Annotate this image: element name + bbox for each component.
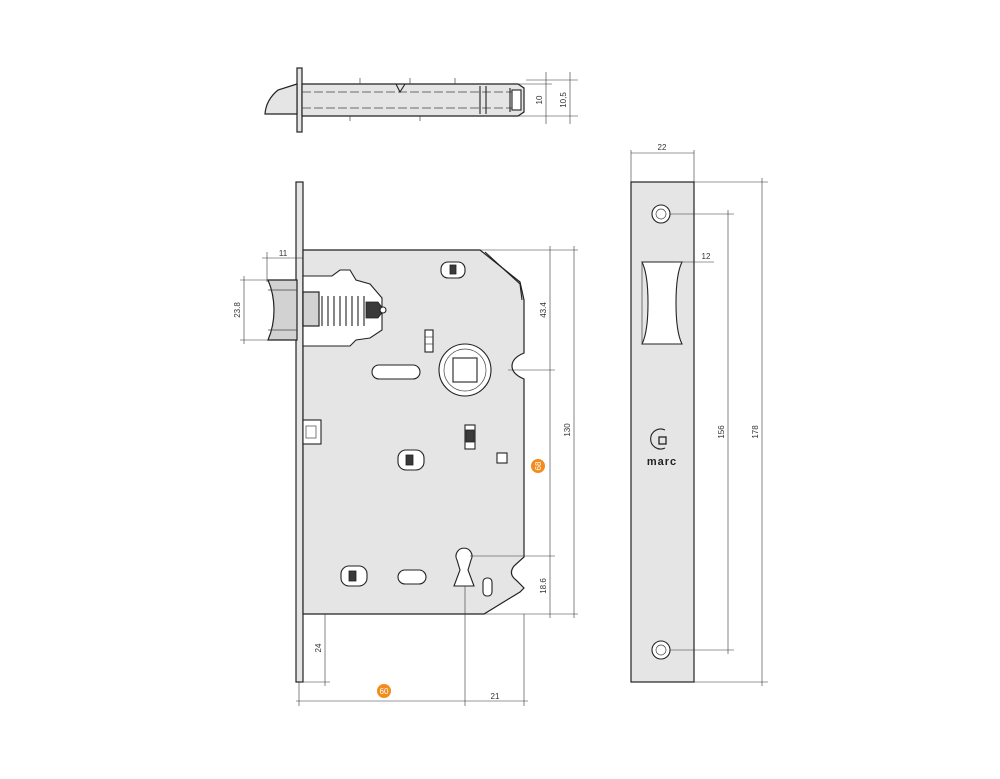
faceplate-latch-opening [641, 261, 683, 345]
dim-key-offset: 18.6 [539, 578, 548, 594]
latch-spring-housing [302, 269, 383, 347]
dim-bottom-offset: 24 [314, 643, 323, 652]
dim-faceplate-length: 178 [751, 425, 760, 439]
dim-latch-projection: 11 [279, 249, 288, 258]
long-slot [371, 364, 421, 380]
dim-top-thickness-total: 10,5 [559, 92, 568, 108]
dim-upper-offset: 43.4 [539, 302, 548, 318]
dim-case-width: 60 [380, 687, 389, 696]
front-faceplate [295, 181, 304, 683]
small-slot [397, 569, 427, 585]
faceplate-screw-bottom [651, 640, 671, 660]
dim-faceplate-width: 22 [658, 143, 667, 152]
dim-top-thickness: 10 [535, 95, 544, 104]
top-view-faceplate [296, 67, 303, 133]
top-view-body [301, 83, 525, 117]
faceplate [630, 181, 695, 683]
front-view: 11 23.8 43.4 18.6 130 68 24 60 21 [233, 181, 578, 706]
brand-logo-text: marc [647, 456, 677, 468]
faceplate-screw-top [651, 204, 671, 224]
lock-case [302, 249, 525, 615]
dim-screw-spacing: 156 [717, 425, 726, 439]
badge-case-width [377, 684, 391, 698]
latch-bolt [267, 279, 298, 341]
badge-backset [531, 459, 545, 473]
dim-key-to-edge: 21 [491, 692, 500, 701]
detent-slot [424, 329, 434, 353]
dim-backset: 68 [534, 461, 543, 470]
dim-handle-to-key: 130 [563, 423, 572, 437]
marc-logo-icon [650, 428, 666, 450]
top-view-latch-tip [264, 83, 298, 115]
dim-faceplate-latch: 12 [702, 252, 711, 261]
dim-latch-height: 23.8 [233, 302, 242, 318]
follower-square [452, 357, 478, 383]
faceplate-view: marc 22 12 156 178 [630, 143, 768, 686]
top-view: 10 10,5 [264, 67, 578, 133]
keyhole [453, 547, 475, 587]
